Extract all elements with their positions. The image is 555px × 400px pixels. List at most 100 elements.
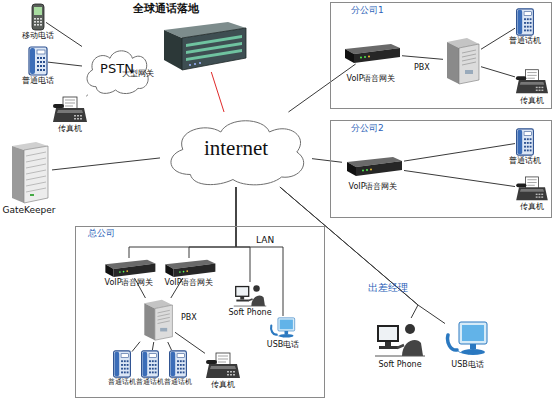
usb-phone-icon [271,318,295,338]
desk-phone-icon [29,47,47,75]
desk-phone: 普通话机 [515,128,535,156]
connector-line [402,56,443,60]
connector-line [404,144,515,162]
desk-phone: 普通电话 [28,46,48,76]
connector-line [129,187,236,258]
soft-phone: Soft Phone [232,282,268,308]
group-title: 分公司1 [351,6,384,16]
voip-gateway-icon [347,157,402,176]
voip-gateway-icon [345,44,400,63]
device-label: VoIP语音网关 [165,279,214,288]
connector-line [86,95,87,96]
device-label: Soft Phone [228,309,271,318]
group-title: 分公司2 [351,124,384,134]
device-label: 传真机 [58,125,82,134]
device-label: VoIP语音网关 [349,183,398,192]
fax-icon [516,70,548,94]
fax-machine: 传真机 [515,68,549,96]
cloud-label: internet [204,137,268,160]
connector-line [280,187,445,324]
device-label: Soft Phone [378,361,421,370]
device-label: PBX [414,64,430,73]
voip-gateway: VoIP语音网关 [100,258,158,278]
connector-line [52,158,160,170]
gateway-rack-icon [164,22,246,70]
connector-line [211,72,224,112]
fax-machine: 传真机 [515,176,549,202]
network-cloud: internet [160,112,312,187]
device-label: 普通电话 [22,77,54,86]
device-label: GateKeeper [2,206,55,216]
device-label: USB电话 [451,361,483,370]
connector-line [168,342,172,350]
device-label: 传真机 [520,203,544,212]
desk-phone: 普通话机 [168,350,188,378]
connector-line [481,67,515,77]
voip-gateway-icon [105,260,155,277]
device-label: VoIP语音网关 [105,279,154,288]
voip-gateway-icon [165,260,215,277]
device-label: 传真机 [520,97,544,106]
desk-phone-icon [517,9,534,35]
fax-icon [53,97,87,122]
voip-gateway: VoIP语音网关 [340,42,402,64]
device-label: 移动电话 [22,32,54,41]
desk-phone-icon [114,351,131,377]
note-label: 全球通话落地 [133,3,199,15]
connector-line [132,342,140,352]
connector-line [152,342,153,350]
office-group: VoIP语音网关VoIP语音网关PBXSoft PhoneUSB电话普通话机普通… [75,226,325,398]
mobile-phone: 移动电话 [30,3,46,31]
connector-line [280,187,418,318]
pbx-icon [447,38,479,84]
network-label: LAN [256,236,274,246]
cloud-shape [171,121,304,185]
soft-phone: Soft Phone [375,318,425,360]
fax-machine: 传真机 [205,352,241,380]
soft-phone-icon [375,324,425,356]
connector-line [236,187,250,282]
usb-phone-icon [448,322,487,355]
desk-phone: 普通话机 [515,8,535,36]
connector-line [288,64,355,112]
connector-line [48,62,82,66]
device-label: USB电话 [267,341,299,350]
gatekeeper-server: GateKeeper [6,140,52,205]
soft-phone-icon [234,285,267,306]
device-label: 普通话机 [509,37,541,46]
connector-line [404,170,515,186]
voip-gateway: VoIP语音网关 [342,155,404,177]
device-label: PBX [181,314,197,323]
fax-icon [206,353,240,378]
fax-machine: 传真机 [52,96,88,124]
mobile-phone-icon [32,4,44,30]
connector-line [189,187,236,258]
desk-phone: 普通话机 [140,350,160,378]
fax-icon [516,177,548,200]
pbx-icon [144,300,172,340]
desk-phone: 普通话机 [112,350,132,378]
pbx-unit: PBX [140,298,175,342]
device-label: 普通话机 [164,379,192,387]
connector-line [175,332,205,353]
branch-group: VoIP语音网关 普通话机传真机 分公司2 [330,120,552,218]
voip-gateway: VoIP语音网关 [160,258,218,278]
group-title: 总公司 [88,229,115,239]
device-label: VoIP语音网关 [347,75,396,84]
pbx-unit: PBX [443,36,481,86]
device-label: 传真机 [211,381,235,390]
gateway-device: 大型网关 [158,20,248,72]
connector-line [312,159,342,163]
device-label: 大型网关 [122,70,154,79]
device-label: 普通话机 [108,379,136,387]
device-label: 普通话机 [509,157,541,166]
desk-phone-icon [170,351,187,377]
usb-phone: USB电话 [266,316,300,340]
usb-phone: USB电话 [445,318,490,360]
server-icon [12,142,48,203]
desk-phone-icon [142,351,159,377]
desk-phone-icon [517,129,534,155]
device-label: 普通话机 [136,379,164,387]
